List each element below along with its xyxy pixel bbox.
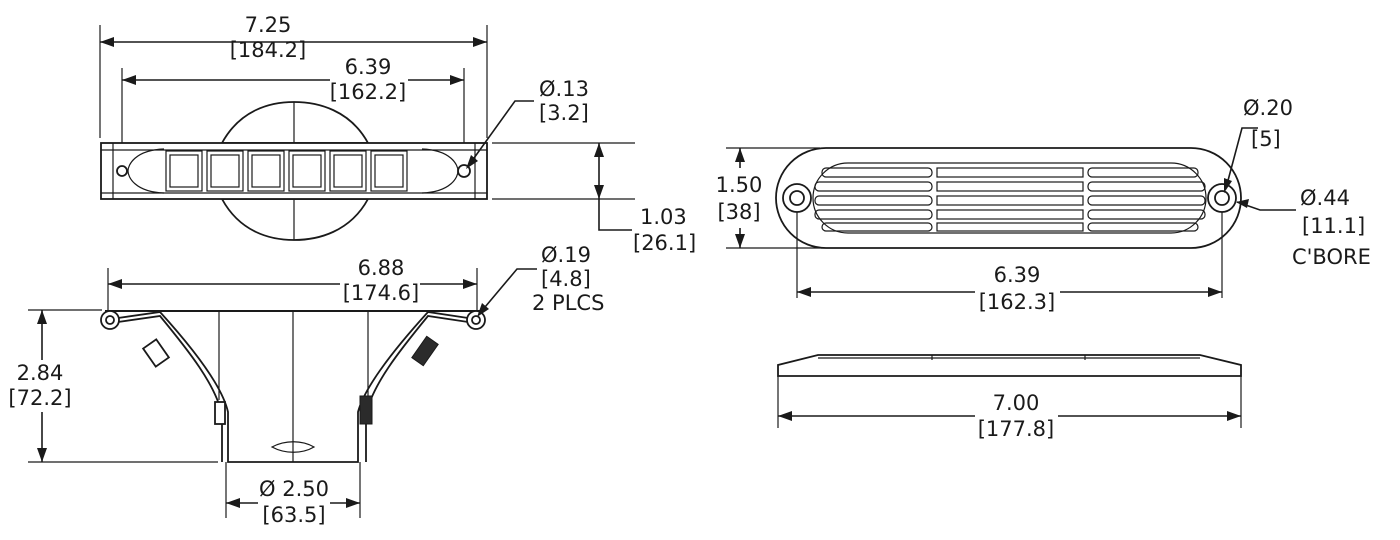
- pivot-qty-label: 2 PLCS: [532, 291, 604, 315]
- top-body: [100, 142, 488, 200]
- side-view: 6.88 [174.6] Ø.19 [4.8] 2 PLCS 2.84 [72.…: [8, 243, 604, 527]
- hole-dia-label: Ø.13: [539, 77, 589, 101]
- width-label: 1.03: [640, 205, 687, 229]
- pivot-dia-label: Ø.19: [541, 243, 591, 267]
- width-mm-label: [26.1]: [633, 231, 696, 255]
- front-hole-spacing-mm-label: [162.3]: [979, 290, 1056, 314]
- edge-length-mm-label: [177.8]: [978, 417, 1055, 441]
- pivot-dia-mm-label: [4.8]: [541, 267, 591, 291]
- front-height-label: 1.50: [716, 173, 763, 197]
- edge-length-label: 7.00: [993, 391, 1040, 415]
- dome-bottom: [220, 198, 370, 241]
- front-left-hole: [789, 190, 805, 206]
- edge-view: 7.00 [177.8]: [777, 354, 1242, 441]
- cbore-label: C'BORE: [1292, 245, 1371, 269]
- front-height-dimension: [735, 148, 745, 248]
- top-view: 7.25 [184.2] 6.39 [162.2] Ø.13 [3.2] 1.0…: [99, 13, 696, 255]
- right-pivot-inner: [471, 315, 481, 325]
- outlet-dia-mm-label: [63.5]: [262, 503, 325, 527]
- front-hole-spacing-label: 6.39: [994, 263, 1041, 287]
- front-hole-spacing-dimension: [797, 287, 1222, 297]
- side-height-label: 2.84: [17, 361, 64, 385]
- cbore-dia-mm-label: [11.1]: [1302, 214, 1365, 238]
- edge-length-dimension: [778, 411, 1241, 421]
- grille-slots: [814, 167, 1206, 232]
- overall-length-mm-label: [184.2]: [230, 38, 307, 62]
- flange-width-label: 6.88: [358, 256, 405, 280]
- hole-spacing-dimension: [122, 75, 464, 85]
- side-height-mm-label: [72.2]: [8, 386, 71, 410]
- front-right-hole: [1214, 190, 1230, 206]
- front-hole-dia-mm-label: [5]: [1251, 127, 1281, 151]
- outlet-dia-label: Ø 2.50: [259, 477, 329, 501]
- louver-boxes: [165, 150, 408, 192]
- width-dimension: [594, 143, 632, 231]
- front-hole-dia-label: Ø.20: [1243, 96, 1293, 120]
- left-pivot-inner: [105, 315, 115, 325]
- hole-spacing-mm-label: [162.2]: [330, 80, 407, 104]
- front-view: 1.50 [38] Ø.20 [5] Ø.44 [11.1] C'BORE 6.…: [716, 96, 1371, 314]
- flange-width-mm-label: [174.6]: [343, 281, 420, 305]
- hole-dia-mm-label: [3.2]: [539, 101, 589, 125]
- cbore-dia-label: Ø.44: [1300, 186, 1350, 210]
- side-height-dimension: [37, 310, 47, 462]
- top-left-hole: [116, 165, 128, 177]
- hole-spacing-label: 6.39: [345, 55, 392, 79]
- overall-length-dimension: [100, 37, 487, 47]
- dome-top: [220, 101, 370, 144]
- outlet-dia-dimension: [226, 498, 360, 508]
- front-height-mm-label: [38]: [717, 200, 760, 224]
- flange-width-dimension: [108, 279, 477, 289]
- overall-length-label: 7.25: [245, 13, 292, 37]
